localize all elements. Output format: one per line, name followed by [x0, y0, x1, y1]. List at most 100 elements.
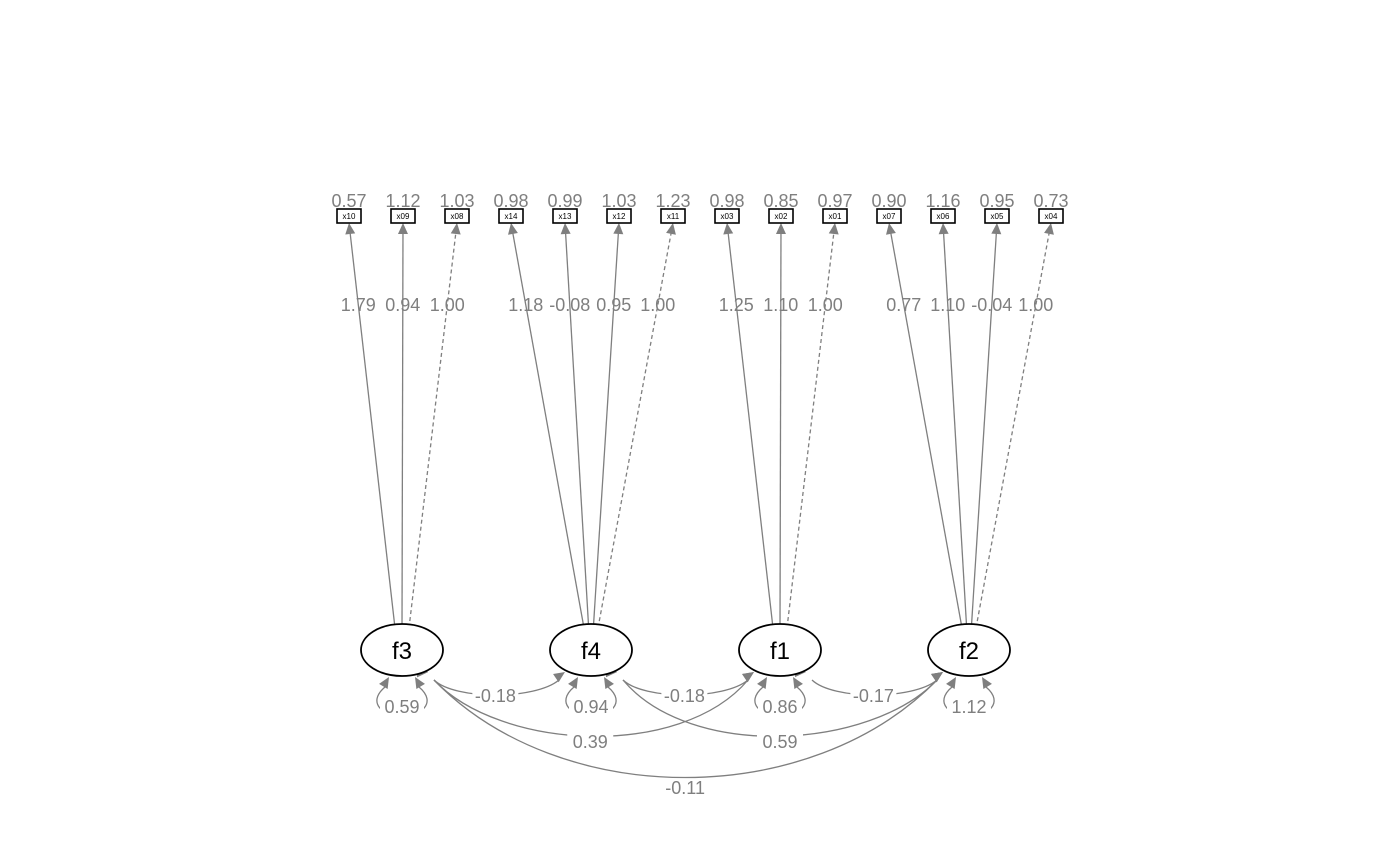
observed-node-x10: x10: [336, 208, 362, 224]
latent-ellipse: [360, 623, 444, 677]
variance-label-bg: [947, 698, 991, 717]
covariance-label-bg: [567, 733, 614, 752]
loading-value-x08: 1.00: [430, 295, 465, 315]
covariance-arrowhead-f2: [931, 672, 943, 683]
observed-box: [498, 208, 524, 224]
observed-box: [660, 208, 686, 224]
loading-arrowhead-x13: [560, 223, 571, 235]
observed-node-x03: x03: [714, 208, 740, 224]
loading-path-f1-x01: [786, 232, 835, 629]
loading-path-f4-x13: [564, 232, 590, 629]
observed-box: [444, 208, 470, 224]
observed-label: x02: [775, 212, 788, 221]
loading-arrowhead-x09: [397, 223, 408, 235]
loading-value-x09: 0.94: [385, 295, 420, 315]
observed-label: x07: [883, 212, 896, 221]
observed-label: x06: [937, 212, 950, 221]
loading-value-x03: 1.25: [719, 295, 754, 315]
observed-label: x11: [667, 212, 680, 221]
loading-arrowhead-x08: [450, 223, 461, 235]
loading-value-x07: 0.77: [886, 295, 921, 315]
loading-arrowhead-x14: [508, 223, 518, 235]
latent-label: f2: [959, 638, 979, 665]
observed-box: [552, 208, 578, 224]
residual-variance-x14: 0.98: [493, 191, 528, 211]
residual-variance-x01: 0.97: [817, 191, 852, 211]
covariance-arrowhead-f1: [742, 672, 754, 683]
observed-label: x08: [451, 212, 464, 221]
observed-node-x11: x11: [660, 208, 686, 224]
observed-box: [876, 208, 902, 224]
residual-variance-x07: 0.90: [871, 191, 906, 211]
observed-box: [336, 208, 362, 224]
loading-path-f1-x02: [779, 232, 782, 629]
loading-path-f3-x10: [349, 232, 396, 629]
loading-path-f2-x05: [970, 232, 998, 629]
covariance-value-f4-f2: 0.59: [762, 732, 797, 752]
covariance-path-f3-f2: [433, 679, 938, 778]
residual-variance-x04: 0.73: [1033, 191, 1068, 211]
latent-ellipse: [927, 623, 1011, 677]
variance-label-bg: [758, 698, 802, 717]
observed-label: x01: [829, 212, 842, 221]
loading-value-x02: 1.10: [763, 295, 798, 315]
variance-arrowhead-right-f3: [415, 677, 425, 690]
loading-arrowhead-x05: [991, 223, 1002, 235]
covariance-label-bg: [472, 687, 519, 706]
residual-variance-x06: 1.16: [925, 191, 960, 211]
observed-node-x06: x06: [930, 208, 956, 224]
residual-variance-x09: 1.12: [385, 191, 420, 211]
loading-value-x11: 1.00: [640, 295, 675, 315]
loading-path-f2-x07: [890, 232, 963, 629]
latent-node-f3: f3: [360, 623, 444, 677]
observed-node-x13: x13: [552, 208, 578, 224]
observed-box: [390, 208, 416, 224]
observed-box: [822, 208, 848, 224]
residual-variance-x02: 0.85: [763, 191, 798, 211]
loading-path-f2-x04: [975, 232, 1050, 629]
loading-path-f1-x03: [727, 232, 774, 629]
loading-value-x01: 1.00: [808, 295, 843, 315]
observed-node-x01: x01: [822, 208, 848, 224]
covariance-label-bg: [661, 687, 708, 706]
loading-path-f4-x11: [597, 232, 672, 629]
observed-node-x07: x07: [876, 208, 902, 224]
loading-value-x05: -0.04: [971, 295, 1012, 315]
residual-variance-x11: 1.23: [655, 191, 690, 211]
observed-node-x14: x14: [498, 208, 524, 224]
observed-box: [606, 208, 632, 224]
latent-ellipse: [738, 623, 822, 677]
variance-arrowhead-left-f3: [379, 677, 389, 690]
covariance-label-bg: [662, 779, 709, 798]
loading-arrowhead-x04: [1044, 223, 1054, 235]
covariance-value-f3-f1: 0.39: [573, 732, 608, 752]
observed-label: x04: [1045, 212, 1058, 221]
observed-label: x09: [397, 212, 410, 221]
variance-arrowhead-right-f4: [604, 677, 614, 690]
latent-variance-f3: 0.59: [384, 697, 419, 717]
observed-label: x12: [613, 212, 626, 221]
latent-variance-f2: 1.12: [951, 697, 986, 717]
loading-arrowhead-x07: [886, 223, 896, 235]
observed-box: [930, 208, 956, 224]
residual-variance-x05: 0.95: [979, 191, 1014, 211]
variance-arrowhead-right-f2: [982, 677, 992, 690]
observed-node-x12: x12: [606, 208, 632, 224]
loading-value-x10: 1.79: [341, 295, 376, 315]
loading-arrowhead-x10: [345, 223, 356, 235]
latent-node-f1: f1: [738, 623, 822, 677]
loading-arrowhead-x11: [666, 223, 676, 235]
latent-node-f2: f2: [927, 623, 1011, 677]
variance-arrowhead-right-f1: [793, 677, 803, 690]
latent-variance-f4: 0.94: [573, 697, 608, 717]
loading-path-f2-x06: [942, 232, 968, 629]
loading-value-x14: 1.18: [508, 295, 543, 315]
latent-variance-f1: 0.86: [762, 697, 797, 717]
variance-arrowhead-left-f1: [757, 677, 767, 690]
observed-label: x05: [991, 212, 1004, 221]
observed-box: [984, 208, 1010, 224]
latent-label: f1: [770, 638, 790, 665]
residual-variance-x10: 0.57: [331, 191, 366, 211]
loading-arrowhead-x12: [613, 223, 624, 235]
